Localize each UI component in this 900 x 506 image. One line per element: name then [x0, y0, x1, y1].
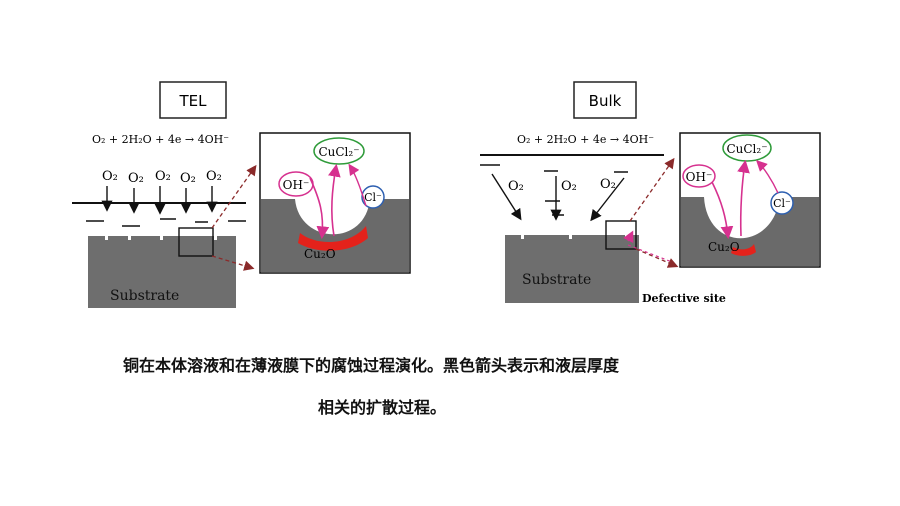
tel-o2-label: O₂ [102, 169, 118, 184]
tel-oh-label: OH⁻ [283, 178, 310, 192]
tel-film-dashes [86, 218, 246, 227]
bulk-zoom-arrow-upper [629, 157, 675, 222]
bulk-cl-arrow [756, 160, 779, 194]
bulk-cl-ion [770, 191, 794, 215]
tel-reaction: O₂ + 2H₂O + 4e → 4OH⁻ [92, 133, 229, 146]
tel-cl-label: Cl⁻ [364, 191, 382, 204]
tel-pit-substrate [261, 199, 409, 272]
tel-cl-ion [361, 185, 385, 209]
bulk-cucl2-label: CuCl₂⁻ [726, 142, 767, 156]
bulk-zoom-box: OH⁻ CuCl₂⁻ Cl⁻ Cu₂O [679, 132, 821, 268]
bulk-title: Bulk [589, 92, 622, 110]
bulk-defect-leader [627, 244, 673, 263]
tel-o2-label: O₂ [155, 169, 171, 184]
tel-o2-label: O₂ [180, 171, 196, 186]
bulk-oxygen-labels: O₂ O₂ O₂ [508, 177, 616, 194]
tel-oxygen-labels: O₂ O₂ O₂ O₂ O₂ [102, 169, 222, 186]
bulk-o2-label: O₂ [600, 177, 616, 192]
bulk-oh-label: OH⁻ [686, 170, 713, 184]
tel-oh-arrow [309, 177, 330, 240]
tel-zoom-region [178, 227, 214, 257]
caption-line-1: 铜在本体溶液和在薄液膜下的腐蚀过程演化。黑色箭头表示和液层厚度 [123, 356, 620, 375]
tel-o2-label: O₂ [128, 171, 144, 186]
tel-pits [105, 236, 217, 240]
bulk-defect-pointer [623, 230, 634, 244]
bulk-defect-label: Defective site [642, 292, 726, 305]
tel-cucl2-arrow [328, 163, 341, 237]
bulk-cucl2-arrow [737, 159, 750, 237]
bulk-substrate [505, 235, 639, 303]
tel-zoom-arrow-upper [211, 164, 257, 229]
bulk-cu2o-deposit [731, 244, 756, 256]
tel-cu2o-label: Cu₂O [304, 247, 336, 261]
bulk-panel: Bulk O₂ + 2H₂O + 4e → 4OH⁻ O₂ O₂ O₂ S [480, 81, 821, 305]
tel-title: TEL [179, 92, 208, 110]
bulk-oh-arrow [711, 181, 734, 240]
tel-title-box [159, 81, 227, 119]
tel-cucl2-label: CuCl₂⁻ [318, 145, 359, 159]
tel-o2-label: O₂ [206, 169, 222, 184]
tel-cl-arrow [348, 163, 367, 207]
bulk-cl-label: Cl⁻ [773, 197, 791, 210]
tel-substrate-label: Substrate [110, 288, 179, 304]
bulk-cu2o-label: Cu₂O [708, 240, 740, 254]
bulk-oh-ion [682, 164, 716, 188]
bulk-o2-label: O₂ [561, 179, 577, 194]
bulk-reaction: O₂ + 2H₂O + 4e → 4OH⁻ [517, 133, 654, 146]
bulk-title-box [573, 81, 637, 119]
tel-panel: TEL O₂ + 2H₂O + 4e → 4OH⁻ O₂ O₂ O₂ O₂ O₂ [72, 81, 411, 308]
bulk-diffusion-arrows [491, 173, 625, 222]
bulk-zoom-region [605, 220, 637, 250]
tel-diffusion-arrows [101, 186, 218, 215]
tel-substrate [88, 236, 236, 308]
bulk-substrate-label: Substrate [522, 272, 591, 288]
tel-zoom-box: OH⁻ CuCl₂⁻ Cl⁻ Cu₂O [259, 132, 411, 274]
bulk-o2-label: O₂ [508, 179, 524, 194]
bulk-zoom-arrow-lower [635, 248, 679, 268]
tel-cu2o-deposit [298, 226, 368, 251]
caption-line-2: 相关的扩散过程。 [318, 398, 447, 417]
